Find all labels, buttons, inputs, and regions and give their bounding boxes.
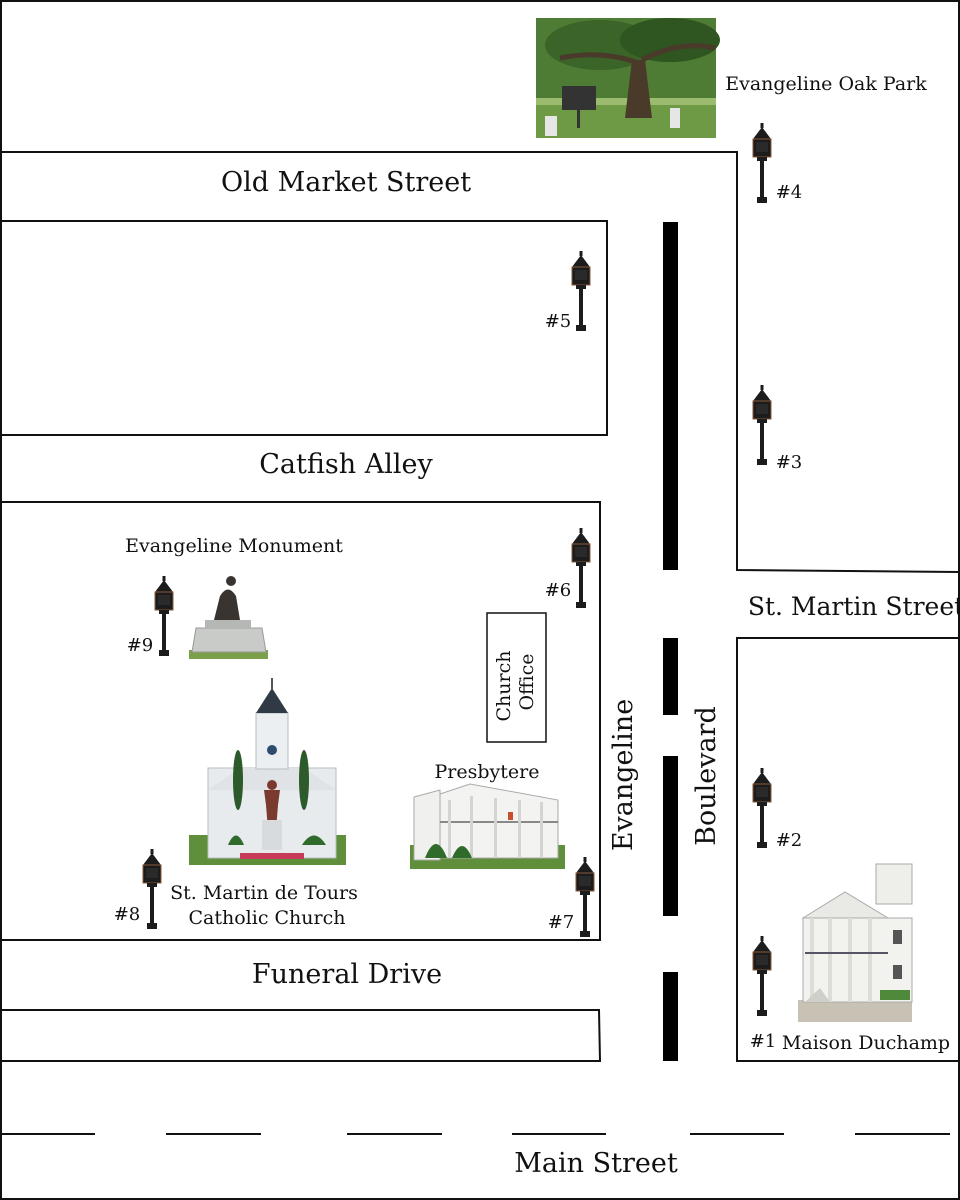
church-label-line1: St. Martin de Tours (170, 882, 358, 904)
median-dash (663, 972, 678, 1061)
presbytere-label: Presbytere (435, 761, 540, 783)
lamp-4-label: #4 (776, 182, 803, 203)
old-market-street-label: Old Market Street (221, 167, 471, 198)
main-street-label: Main Street (514, 1148, 678, 1179)
evangeline-label: Evangeline (608, 699, 639, 851)
lamp-3-label: #3 (776, 452, 803, 473)
lamp-6-label: #6 (545, 580, 572, 601)
block-church (1, 501, 601, 941)
church-label-line2: Catholic Church (189, 907, 346, 929)
block-northwest (0, 220, 608, 436)
lamp-2-label: #2 (776, 830, 803, 851)
evangeline-monument-label: Evangeline Monument (125, 535, 343, 557)
presbytere-photo (410, 783, 565, 869)
lamp-7-label: #7 (548, 912, 575, 933)
median-dash (663, 222, 678, 570)
maison-photo (798, 863, 913, 1022)
church-photo (189, 678, 346, 865)
church-office-label-line2: Office (516, 653, 538, 710)
oak-tree-photo (536, 18, 720, 138)
block-south (1, 1009, 602, 1062)
church-office-building (486, 612, 547, 743)
lamp-1-label: #1 (750, 1031, 777, 1052)
church-office-label-line1: Church (493, 651, 515, 722)
st-martin-street-label: St. Martin Street (748, 592, 960, 621)
boulevard-label: Boulevard (691, 706, 722, 846)
catfish-alley-label: Catfish Alley (259, 449, 433, 480)
lamp-5-label: #5 (545, 311, 572, 332)
median-dash (663, 756, 678, 916)
funeral-drive-label: Funeral Drive (252, 959, 442, 990)
block-southeast (736, 637, 959, 1062)
maison-duchamp-label: Maison Duchamp (782, 1032, 950, 1054)
statue-photo (189, 576, 268, 659)
block-north (1, 151, 960, 573)
evangeline-oak-park-label: Evangeline Oak Park (725, 73, 927, 95)
median-dash (663, 638, 678, 715)
lamp-9-label: #9 (127, 635, 154, 656)
lamp-8-label: #8 (114, 904, 141, 925)
